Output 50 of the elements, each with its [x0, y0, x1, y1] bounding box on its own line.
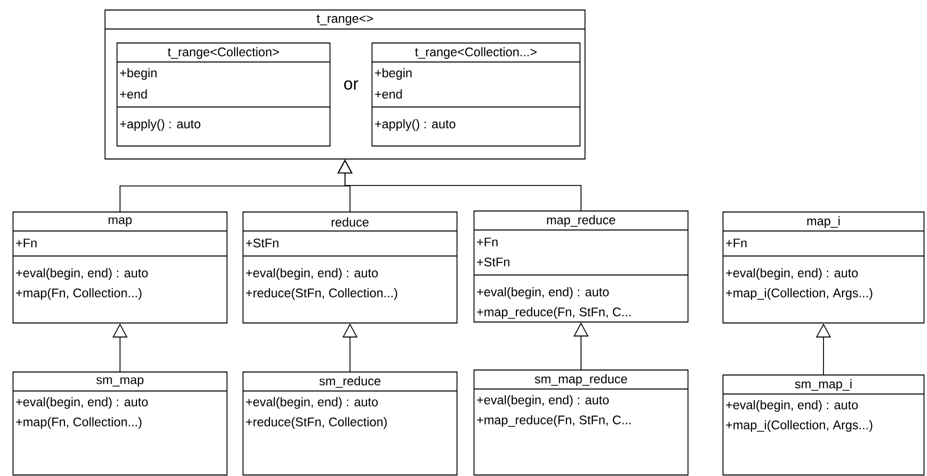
member-text: +reduce(StFn, Collection) — [246, 417, 387, 429]
class-box — [242, 372, 458, 476]
class-name: map_i — [807, 216, 840, 228]
member-text: +map_reduce(Fn, StFn, C... — [477, 307, 631, 319]
class-name: t_range<> — [316, 14, 373, 26]
class-box — [242, 212, 458, 324]
class-name: sm_reduce — [319, 376, 380, 388]
class-name: sm_map_i — [795, 379, 852, 391]
member-text: +Fn — [16, 238, 37, 248]
class-box — [116, 42, 330, 146]
member-text: +eval(begin, end) : auto — [726, 268, 858, 280]
member-text: +end — [120, 89, 147, 99]
member-text: +map_reduce(Fn, StFn, C... — [477, 415, 631, 427]
member-text: +eval(begin, end) : auto — [246, 268, 378, 280]
member-text: +end — [375, 89, 402, 99]
member-text: +begin — [375, 68, 412, 80]
member-text: +map(Fn, Collection...) — [16, 288, 142, 300]
member-text: +StFn — [246, 238, 278, 248]
class-box — [474, 370, 688, 476]
member-text: +eval(begin, end) : auto — [726, 400, 858, 412]
member-text: +apply() : auto — [375, 119, 456, 131]
member-text: +Fn — [477, 238, 498, 246]
member-text: +eval(begin, end) : auto — [16, 268, 148, 280]
class-name: t_range<Collection> — [168, 47, 279, 59]
member-text: +map_i(Collection, Args...) — [726, 420, 872, 432]
member-text: +eval(begin, end) : auto — [16, 397, 148, 409]
class-box — [722, 212, 924, 324]
member-text: +eval(begin, end) : auto — [246, 397, 378, 409]
class-name: sm_map_reduce — [534, 374, 627, 386]
member-text: +Fn — [726, 238, 747, 248]
member-text: +map(Fn, Collection...) — [16, 417, 142, 429]
class-box — [722, 374, 924, 476]
class-name: reduce — [332, 217, 369, 227]
class-box — [474, 210, 688, 322]
class-box — [12, 212, 228, 324]
class-box — [372, 42, 580, 146]
class-name: sm_map — [96, 377, 144, 387]
member-text: +eval(begin, end) : auto — [477, 395, 609, 407]
member-text: +map_i(Collection, Args...) — [726, 288, 872, 300]
class-name: map_reduce — [547, 215, 616, 227]
member-text: +eval(begin, end) : auto — [477, 287, 609, 299]
class-box — [104, 10, 586, 160]
class-box — [12, 372, 228, 476]
member-text: +reduce(StFn, Collection...) — [246, 288, 398, 300]
separator-text: or — [344, 80, 358, 90]
member-text: +StFn — [477, 258, 510, 266]
member-text: +apply() : auto — [120, 119, 200, 131]
class-name: t_range<Collection...> — [415, 47, 537, 59]
class-name: map — [108, 217, 132, 227]
member-text: +begin — [120, 68, 157, 80]
